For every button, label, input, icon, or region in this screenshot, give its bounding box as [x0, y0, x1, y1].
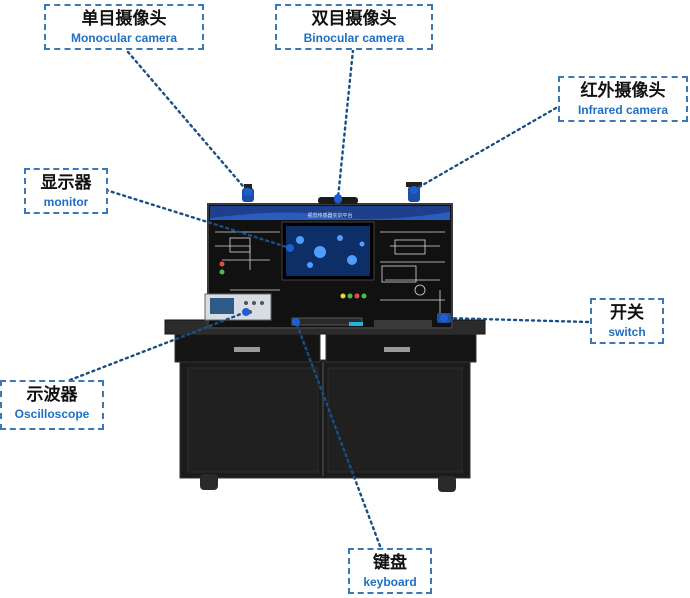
- cabinet-right-door: [327, 367, 463, 473]
- leader-switch: [442, 316, 590, 324]
- callout-oscilloscope: 示波器 Oscilloscope: [0, 380, 104, 430]
- leader-monocular: [126, 50, 250, 194]
- oscilloscope-label-zh: 示波器: [26, 385, 78, 405]
- leader-endpoints: [242, 186, 448, 326]
- callout-switch: 开关 switch: [590, 298, 664, 344]
- callout-binocular-camera: 双目摄像头 Binocular camera: [275, 4, 433, 50]
- binocular-label-en: Binocular camera: [303, 31, 405, 45]
- drawer-left-handle: [234, 347, 260, 352]
- monitor-screen: [286, 226, 370, 276]
- callout-monitor: 显示器 monitor: [24, 168, 108, 214]
- monocular-label-zh: 单目摄像头: [81, 9, 167, 29]
- panel-title: 视觉传感器实训平台: [307, 212, 352, 219]
- infrared-label-en: Infrared camera: [577, 103, 669, 117]
- leader-lines: [68, 48, 590, 548]
- keyboard-label-zh: 键盘: [373, 553, 407, 573]
- leader-monitor: [104, 188, 292, 250]
- switch-label-en: switch: [608, 325, 646, 339]
- oscilloscope-label-en: Oscilloscope: [14, 407, 90, 421]
- callout-keyboard: 键盘 keyboard: [348, 548, 432, 594]
- callout-monocular-camera: 单目摄像头 Monocular camera: [44, 4, 204, 50]
- leader-oscilloscope: [68, 310, 248, 382]
- leader-infrared: [412, 106, 558, 192]
- callout-infrared-camera: 红外摄像头 Infrared camera: [558, 76, 688, 122]
- keyboard-light: [349, 322, 363, 326]
- keyboard-device: [291, 317, 363, 326]
- switch-label-zh: 开关: [610, 303, 644, 323]
- cabinet-left-door: [187, 367, 319, 473]
- leader-keyboard: [294, 320, 382, 548]
- indicator-lights: [219, 261, 367, 299]
- drawer-right-handle: [384, 347, 410, 352]
- mouse-pad: [374, 320, 432, 328]
- monitor-label-zh: 显示器: [40, 173, 92, 193]
- monocular-label-en: Monocular camera: [70, 31, 178, 45]
- monitor-label-en: monitor: [43, 195, 89, 209]
- binocular-label-zh: 双目摄像头: [311, 9, 397, 29]
- leader-binocular: [336, 48, 355, 200]
- wheel-right: [438, 476, 456, 492]
- monitor-screen-pattern: [296, 235, 365, 268]
- panel-header-wave: [210, 212, 450, 220]
- panel-circuit-lines: [215, 231, 445, 318]
- wheel-left: [200, 474, 218, 490]
- infrared-label-zh: 红外摄像头: [580, 81, 666, 101]
- keyboard-label-en: keyboard: [363, 575, 417, 589]
